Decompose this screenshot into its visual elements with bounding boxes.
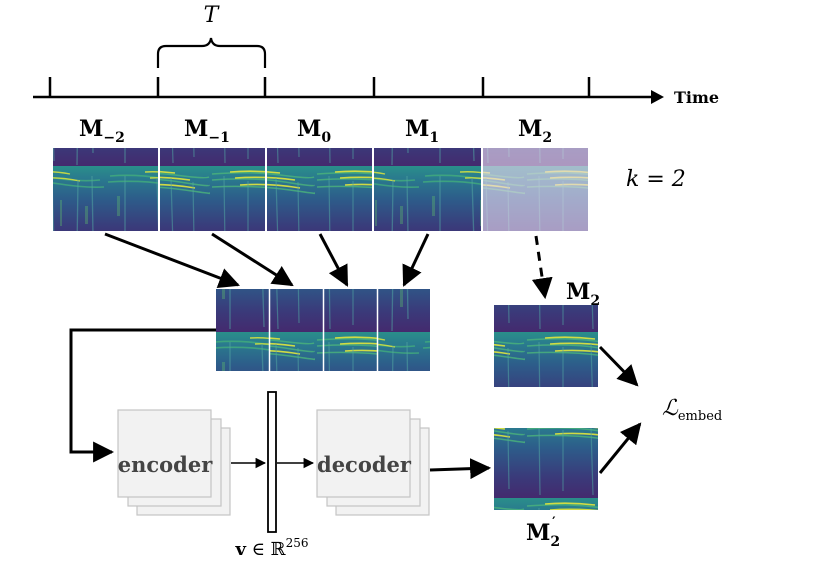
context-frame	[324, 289, 377, 371]
context-frame	[378, 289, 430, 371]
target-label: M2	[566, 279, 600, 309]
spectrogram-m0	[267, 148, 372, 231]
frame-label-m2: M2	[518, 116, 552, 146]
arrow	[104, 232, 240, 289]
spectrogram-m-minus1	[160, 148, 265, 231]
output-to-loss-arrow	[598, 422, 642, 474]
frame-label-m0: M0	[297, 116, 331, 146]
k-label: k = 2	[626, 167, 686, 192]
frame-label-m-minus1: M−1	[184, 116, 230, 146]
output-spectrogram	[494, 428, 598, 510]
target-spectrogram	[494, 305, 598, 387]
decoder-label: decoder	[317, 452, 412, 477]
encoder-block: encoder	[117, 409, 231, 516]
strip-to-encoder-arrow	[69, 328, 216, 463]
latent-vector-bar	[267, 391, 277, 533]
vector-label: v ∈ ℝ256	[234, 536, 308, 560]
timeline-ticks	[48, 77, 591, 97]
frame-label-m1: M1	[405, 116, 439, 146]
decoder-to-output-arrow	[429, 458, 492, 480]
arrow	[318, 233, 349, 287]
spectrogram-m2-masked	[483, 148, 588, 231]
dashed-target-arrow	[531, 235, 553, 300]
context-strip	[216, 289, 430, 371]
target-to-loss-arrow	[598, 345, 639, 387]
time-axis-arrowhead	[651, 90, 664, 104]
input-spectrogram-row	[53, 148, 588, 231]
period-label: T	[204, 3, 221, 28]
spectrogram-m-minus2	[53, 148, 158, 231]
context-frame	[216, 289, 269, 371]
frame-separators	[268, 289, 379, 371]
gather-arrows	[104, 232, 430, 289]
loss-label: ℒembed	[662, 396, 722, 424]
arrow	[211, 232, 294, 287]
timeline: Time T	[33, 3, 719, 107]
time-axis-label: Time	[674, 88, 719, 107]
context-frame	[270, 289, 323, 371]
frame-label-m-minus2: M−2	[79, 116, 125, 146]
spectrogram-m1	[374, 148, 481, 231]
mask-overlay	[483, 148, 588, 231]
decoder-block: decoder	[316, 409, 430, 516]
frame-labels: M−2 M−1 M0 M1 M2	[79, 116, 552, 146]
arrow	[402, 233, 430, 287]
output-label: M2′	[526, 515, 560, 550]
encoder-label: encoder	[118, 452, 213, 477]
period-brace	[156, 37, 267, 68]
